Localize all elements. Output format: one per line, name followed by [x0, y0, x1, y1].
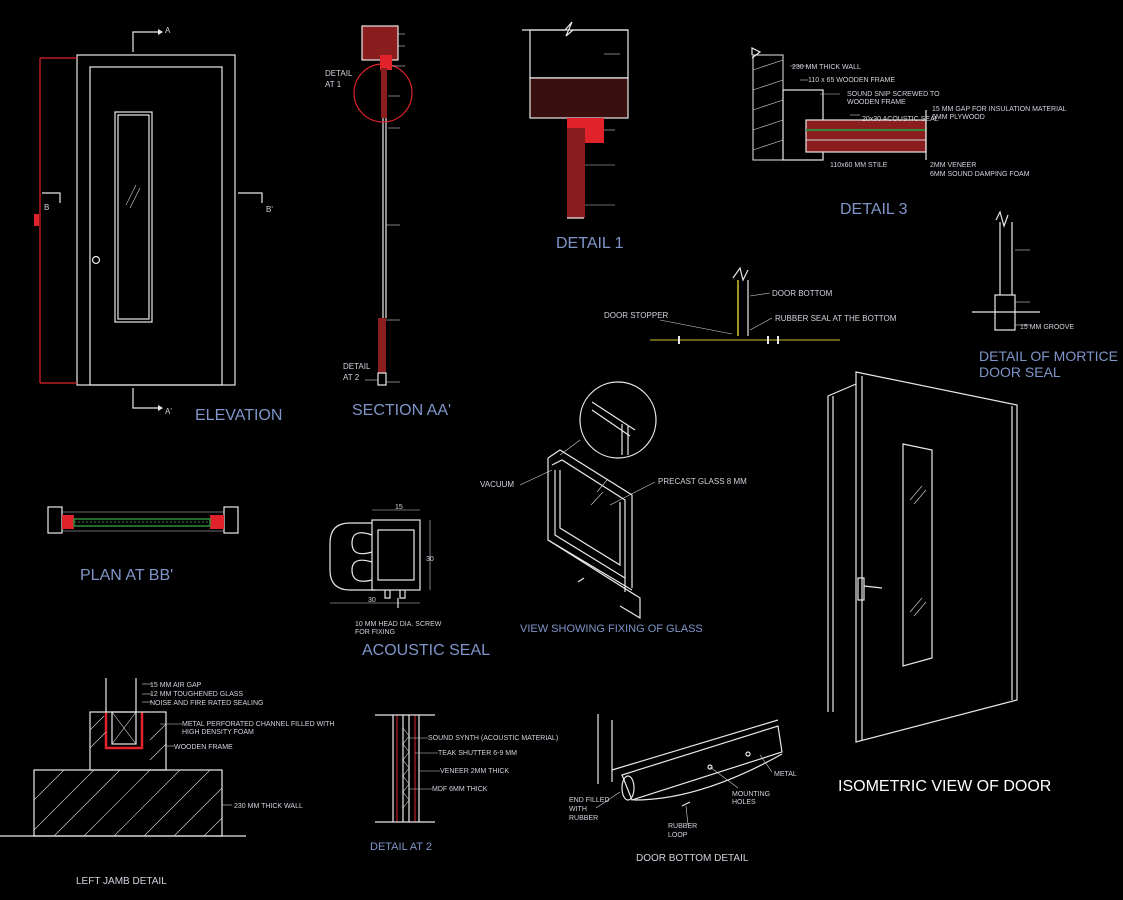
- left-jamb-glass-note: 12 MM TOUGHENED GLASS: [150, 691, 243, 698]
- section-marker-b-prime: B': [266, 205, 273, 214]
- precast-glass-label: PRECAST GLASS 8 MM: [658, 477, 747, 486]
- rubber-seal-label: RUBBER SEAL AT THE BOTTOM: [775, 314, 897, 323]
- door-bottom-detail-title: DOOR BOTTOM DETAIL: [636, 853, 749, 864]
- left-jamb-view: 15 MM AIR GAP 12 MM TOUGHENED GLASS NOIS…: [0, 678, 334, 887]
- detail3-seal-note: 20x30 ACOUSTIC SEAL: [862, 116, 939, 123]
- left-jamb-wall-note: 230 MM THICK WALL: [234, 803, 303, 810]
- bottom-detail-metal-label: METAL: [774, 771, 797, 778]
- plan-bb-title: PLAN AT BB': [80, 567, 173, 584]
- acoustic-seal-title: ACOUSTIC SEAL: [362, 642, 490, 659]
- detail-2-title: DETAIL AT 2: [370, 841, 432, 853]
- section-aa-view: DETAIL AT 1 DETAIL AT 2 SECTION AA': [325, 25, 451, 419]
- detail3-wall-note: 230 MM THICK WALL: [792, 64, 861, 71]
- detail2-veneer-note: VENEER 2MM THICK: [440, 768, 509, 775]
- detail2-synth-note: SOUND SYNTH (ACOUSTIC MATERIAL): [428, 735, 558, 742]
- left-jamb-channel-note-line1: METAL PERFORATED CHANNEL FILLED WITH: [182, 721, 334, 728]
- door-stopper-label: DOOR STOPPER: [604, 311, 669, 320]
- detail-at-2-label-line1: DETAIL: [343, 362, 371, 371]
- detail-3-title: DETAIL 3: [840, 201, 908, 218]
- left-jamb-frame-note: WOODEN FRAME: [174, 744, 233, 751]
- detail3-frame-note: 110 x 65 WOODEN FRAME: [808, 77, 895, 84]
- acoustic-seal-view: 15 30 30 10 MM HEAD DIA. SCREW FOR FIXIN…: [329, 504, 490, 659]
- detail-1-view: DETAIL 1: [522, 21, 629, 252]
- detail-2-view: SOUND SYNTH (ACOUSTIC MATERIAL) TEAK SHU…: [370, 714, 558, 853]
- acoustic-screw-note-line2: FOR FIXING: [355, 629, 395, 636]
- bottom-detail-end-label-line2: WITH: [569, 806, 587, 813]
- detail3-snip-note-line1: SOUND SNIP SCREWED TO: [847, 91, 940, 98]
- detail3-foam-note: 6MM SOUND DAMPING FOAM: [930, 171, 1030, 178]
- detail-3-view: 230 MM THICK WALL 110 x 65 WOODEN FRAME …: [751, 47, 1067, 218]
- left-jamb-title: LEFT JAMB DETAIL: [76, 876, 167, 887]
- detail3-snip-note-line2: WOODEN FRAME: [847, 99, 906, 106]
- detail2-teak-note: TEAK SHUTTER 6-9 MM: [438, 750, 517, 757]
- detail-at-2-label-line2: AT 2: [343, 373, 360, 382]
- isometric-title: ISOMETRIC VIEW OF DOOR: [838, 778, 1051, 795]
- bottom-detail-end-label-line1: END FILLED: [569, 797, 609, 804]
- glass-fixing-view: VACUUM PRECAST GLASS 8 MM VIEW SHOWING F…: [480, 381, 747, 635]
- isometric-door-view: ISOMETRIC VIEW OF DOOR: [827, 371, 1051, 795]
- detail-at-1-label-line1: DETAIL: [325, 69, 353, 78]
- detail3-plywood-note: 6MM PLYWOOD: [932, 114, 985, 121]
- section-marker-a: A: [165, 26, 171, 35]
- section-marker-b: B: [44, 203, 49, 212]
- detail-at-1-label-line2: AT 1: [325, 80, 342, 89]
- detail3-veneer-note: 2MM VENEER: [930, 162, 976, 169]
- vacuum-label: VACUUM: [480, 480, 514, 489]
- section-marker-a-prime: A': [165, 407, 172, 416]
- plan-bb-view: PLAN AT BB': [47, 506, 239, 584]
- section-aa-title: SECTION AA': [352, 402, 451, 419]
- door-bottom-label: DOOR BOTTOM: [772, 289, 833, 298]
- bottom-detail-holes-label-line1: MOUNTING: [732, 791, 770, 798]
- bottom-detail-holes-label-line2: HOLES: [732, 799, 756, 806]
- glass-view-title: VIEW SHOWING FIXING OF GLASS: [520, 623, 703, 635]
- bottom-detail-end-label-line3: RUBBER: [569, 815, 598, 822]
- elevation-view: A A' B B' ELEVATION: [34, 26, 282, 424]
- bottom-detail-loop-label-line2: LOOP: [668, 832, 688, 839]
- left-jamb-air-gap-note: 15 MM AIR GAP: [150, 682, 202, 689]
- elevation-title: ELEVATION: [195, 407, 282, 424]
- mortice-title-line1: DETAIL OF MORTICE: [979, 348, 1118, 364]
- door-stopper-view: DOOR STOPPER DOOR BOTTOM RUBBER SEAL AT …: [604, 266, 897, 344]
- bottom-detail-loop-label-line1: RUBBER: [668, 823, 697, 830]
- mortice-seal-view: 15 MM GROOVE DETAIL OF MORTICE DOOR SEAL: [972, 210, 1118, 380]
- detail-1-title: DETAIL 1: [556, 235, 624, 252]
- left-jamb-sealing-note: NOISE AND FIRE RATED SEALING: [150, 700, 263, 707]
- detail3-gap-note: 15 MM GAP FOR INSULATION MATERIAL: [932, 106, 1067, 113]
- detail2-mdf-note: MDF 6MM THICK: [432, 786, 488, 793]
- mortice-title-line2: DOOR SEAL: [979, 364, 1061, 380]
- door-bottom-detail-view: METAL MOUNTING HOLES END FILLED WITH RUB…: [569, 714, 797, 864]
- acoustic-dim-bottom: 30: [368, 597, 376, 604]
- detail3-stile-note: 110x60 MM STILE: [830, 162, 888, 169]
- acoustic-screw-note-line1: 10 MM HEAD DIA. SCREW: [355, 621, 442, 628]
- acoustic-dim-top: 15: [395, 504, 403, 511]
- acoustic-dim-right: 30: [426, 556, 434, 563]
- mortice-groove-note: 15 MM GROOVE: [1020, 324, 1074, 331]
- left-jamb-channel-note-line2: HIGH DENSITY FOAM: [182, 729, 254, 736]
